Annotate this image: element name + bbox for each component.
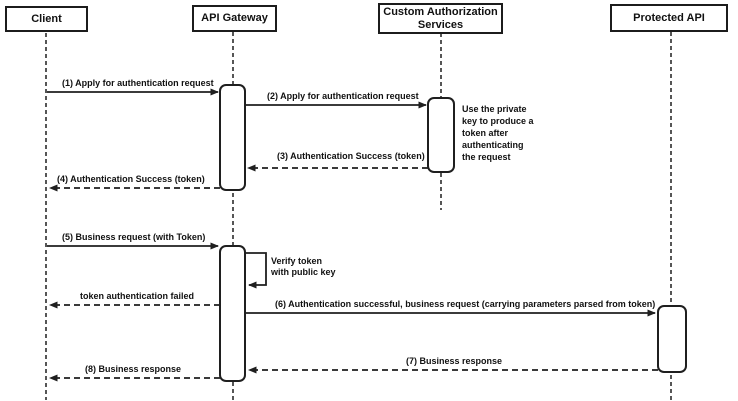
arrow-self-verify-token — [245, 252, 267, 289]
participant-api-gateway: API Gateway — [192, 5, 277, 32]
participant-custom-authorization-services: Custom Authorization Services — [378, 3, 503, 34]
activation-api-gateway-auth — [219, 84, 246, 191]
participant-custom-authorization-services-label: Custom Authorization Services — [383, 5, 498, 31]
activation-protected-api — [657, 305, 687, 373]
activation-custom-authorization-services — [427, 97, 455, 173]
participant-protected-api: Protected API — [610, 4, 728, 32]
activation-api-gateway-business — [219, 245, 246, 382]
message-label-2: (2) Apply for authentication request — [267, 91, 419, 101]
message-label-token-failed: token authentication failed — [80, 291, 195, 301]
participant-client-label: Client — [31, 12, 62, 25]
message-label-7: (7) Business response — [406, 356, 503, 366]
message-label-4: (4) Authentication Success (token) — [57, 174, 205, 184]
message-label-6: (6) Authentication successful, business … — [275, 299, 656, 309]
participant-api-gateway-label: API Gateway — [201, 12, 268, 24]
message-label-3: (3) Authentication Success (token) — [277, 151, 425, 161]
message-label-5: (5) Business request (with Token) — [62, 232, 206, 242]
message-label-verify-token: Verify token with public key — [271, 256, 336, 277]
participant-client: Client — [5, 6, 88, 32]
message-label-1: (1) Apply for authentication request — [62, 78, 214, 88]
participant-protected-api-label: Protected API — [633, 11, 705, 24]
message-label-8: (8) Business response — [85, 364, 182, 374]
note-private-key: Use the private key to produce a token a… — [462, 104, 534, 162]
